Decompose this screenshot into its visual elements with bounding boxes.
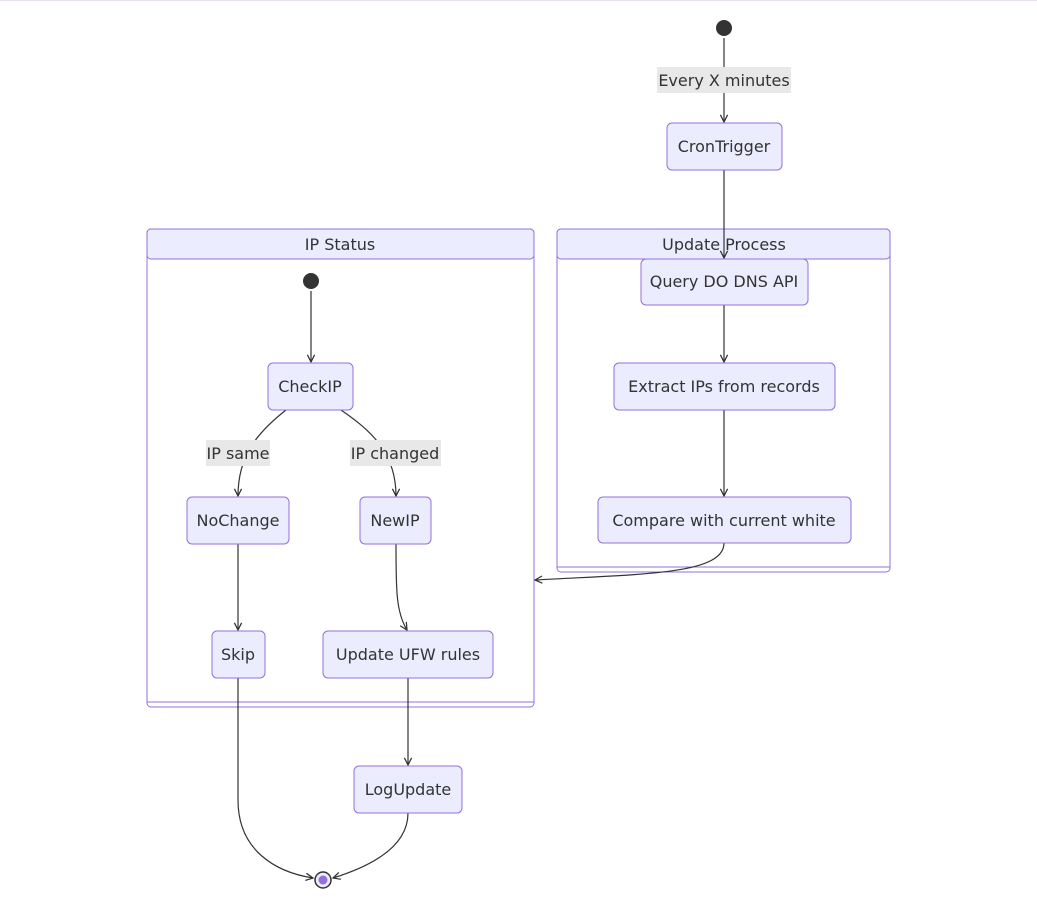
svg-text:Skip: Skip <box>221 645 255 664</box>
state-no-change: NoChange <box>186 496 290 545</box>
state-skip: Skip <box>211 630 266 679</box>
edge-newip-to-update <box>395 543 407 630</box>
svg-text:CronTrigger: CronTrigger <box>678 137 771 156</box>
svg-text:LogUpdate: LogUpdate <box>365 780 452 799</box>
state-log-update: LogUpdate <box>353 765 463 814</box>
state-extract-ips: Extract IPs from records <box>613 362 836 411</box>
cluster-ip-status: IP Status <box>146 228 535 708</box>
edge-label-ip-same: IP same <box>206 440 270 466</box>
svg-text:IP changed: IP changed <box>351 444 440 463</box>
inner-start-state-marker <box>303 273 319 289</box>
start-state-marker <box>716 20 732 36</box>
state-compare: Compare with current white <box>597 496 852 544</box>
svg-text:Query DO DNS API: Query DO DNS API <box>650 272 799 291</box>
end-state-marker <box>314 871 332 889</box>
edge-label-every-x-minutes: Every X minutes <box>657 67 791 93</box>
edge-log-to-end <box>333 812 409 878</box>
cluster-ip-status-title: IP Status <box>305 235 375 254</box>
svg-text:NoChange: NoChange <box>196 511 279 530</box>
edge-skip-to-end <box>237 678 313 878</box>
state-cron-trigger: CronTrigger <box>666 122 783 171</box>
top-border <box>0 0 1037 1</box>
svg-text:IP same: IP same <box>206 444 269 463</box>
svg-text:Update UFW rules: Update UFW rules <box>336 645 480 664</box>
state-new-ip: NewIP <box>359 496 432 545</box>
svg-text:Every X minutes: Every X minutes <box>658 71 789 90</box>
state-update-ufw: Update UFW rules <box>322 630 494 679</box>
svg-text:Compare with current white: Compare with current white <box>612 511 835 530</box>
state-check-ip: CheckIP <box>267 362 354 411</box>
edge-compare-to-ip-status <box>535 542 725 580</box>
svg-text:CheckIP: CheckIP <box>278 377 342 396</box>
svg-text:NewIP: NewIP <box>370 511 420 530</box>
svg-text:Extract IPs from records: Extract IPs from records <box>628 377 820 396</box>
state-query-dns: Query DO DNS API <box>640 258 809 306</box>
edge-label-ip-changed: IP changed <box>350 440 441 466</box>
